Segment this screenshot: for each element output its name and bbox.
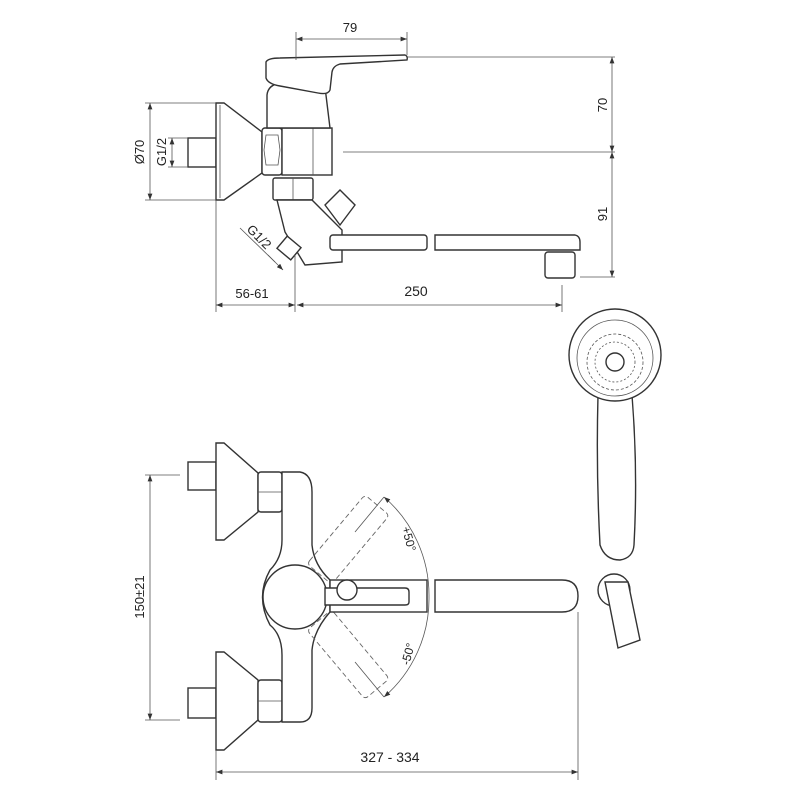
dim-angle-minus: -50° [399,641,418,666]
mixer-body [281,127,333,176]
inlet-stub-bottom [187,687,217,719]
cartridge-cap [262,564,328,630]
dim-inlet-spacing: 150±21 [132,575,147,618]
dim-79: 79 [343,20,357,35]
dim-91: 91 [595,207,610,221]
lever-handle [265,54,408,95]
front-view: 150±21 +50° -50° 327 - 334 [132,442,579,780]
dim-70: 70 [595,98,610,112]
shower-handle [596,394,637,561]
lower-body [276,199,343,266]
dim-flange-diameter: Ø70 [132,140,147,165]
holder-bracket [604,581,641,649]
shower-outlet [275,235,303,261]
hand-shower [568,308,662,649]
side-view: 79 70 91 Ø70 G1/2 G1/2 56-61 250 [132,20,615,312]
flange-bottom [215,651,259,751]
lever-grip [434,579,579,613]
dim-spout-length: 250 [404,283,428,299]
wall-flange [215,102,263,201]
inlet-stub [187,137,217,168]
inlet-stub-top [187,461,217,491]
diverter-knob [324,189,356,227]
aerator [544,251,576,279]
spout-segment-2 [434,234,581,251]
flange-top [215,442,259,541]
dim-inlet-thread: G1/2 [154,138,169,166]
spout-segment-1 [329,234,428,251]
dim-angle-plus: +50° [399,525,419,553]
dim-total-width: 327 - 334 [360,749,419,765]
dim-wall-offset: 56-61 [235,286,268,301]
dim-outlet-thread: G1/2 [244,222,275,253]
